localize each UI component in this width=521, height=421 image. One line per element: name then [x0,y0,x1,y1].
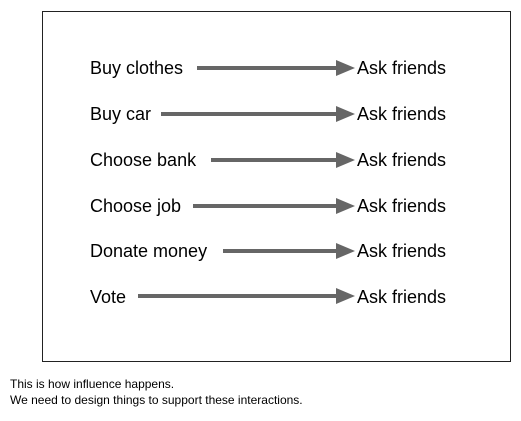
caption-line-1: This is how influence happens. [10,377,175,391]
source-label-vote: Vote [90,287,127,307]
target-label-ask-friends: Ask friends [357,150,447,170]
source-label-choose-job: Choose job [90,196,182,216]
source-label-choose-bank: Choose bank [90,150,197,170]
target-label-ask-friends: Ask friends [357,241,447,261]
source-label-buy-car: Buy car [90,104,152,124]
target-label-ask-friends: Ask friends [357,104,447,124]
target-label-ask-friends: Ask friends [357,196,447,216]
source-label-buy-clothes: Buy clothes [90,58,184,78]
target-label-ask-friends: Ask friends [357,58,447,78]
target-label-ask-friends: Ask friends [357,287,447,307]
caption-line-2: We need to design things to support thes… [10,393,303,407]
diagram-frame [42,11,511,362]
source-label-donate-money: Donate money [90,241,208,261]
